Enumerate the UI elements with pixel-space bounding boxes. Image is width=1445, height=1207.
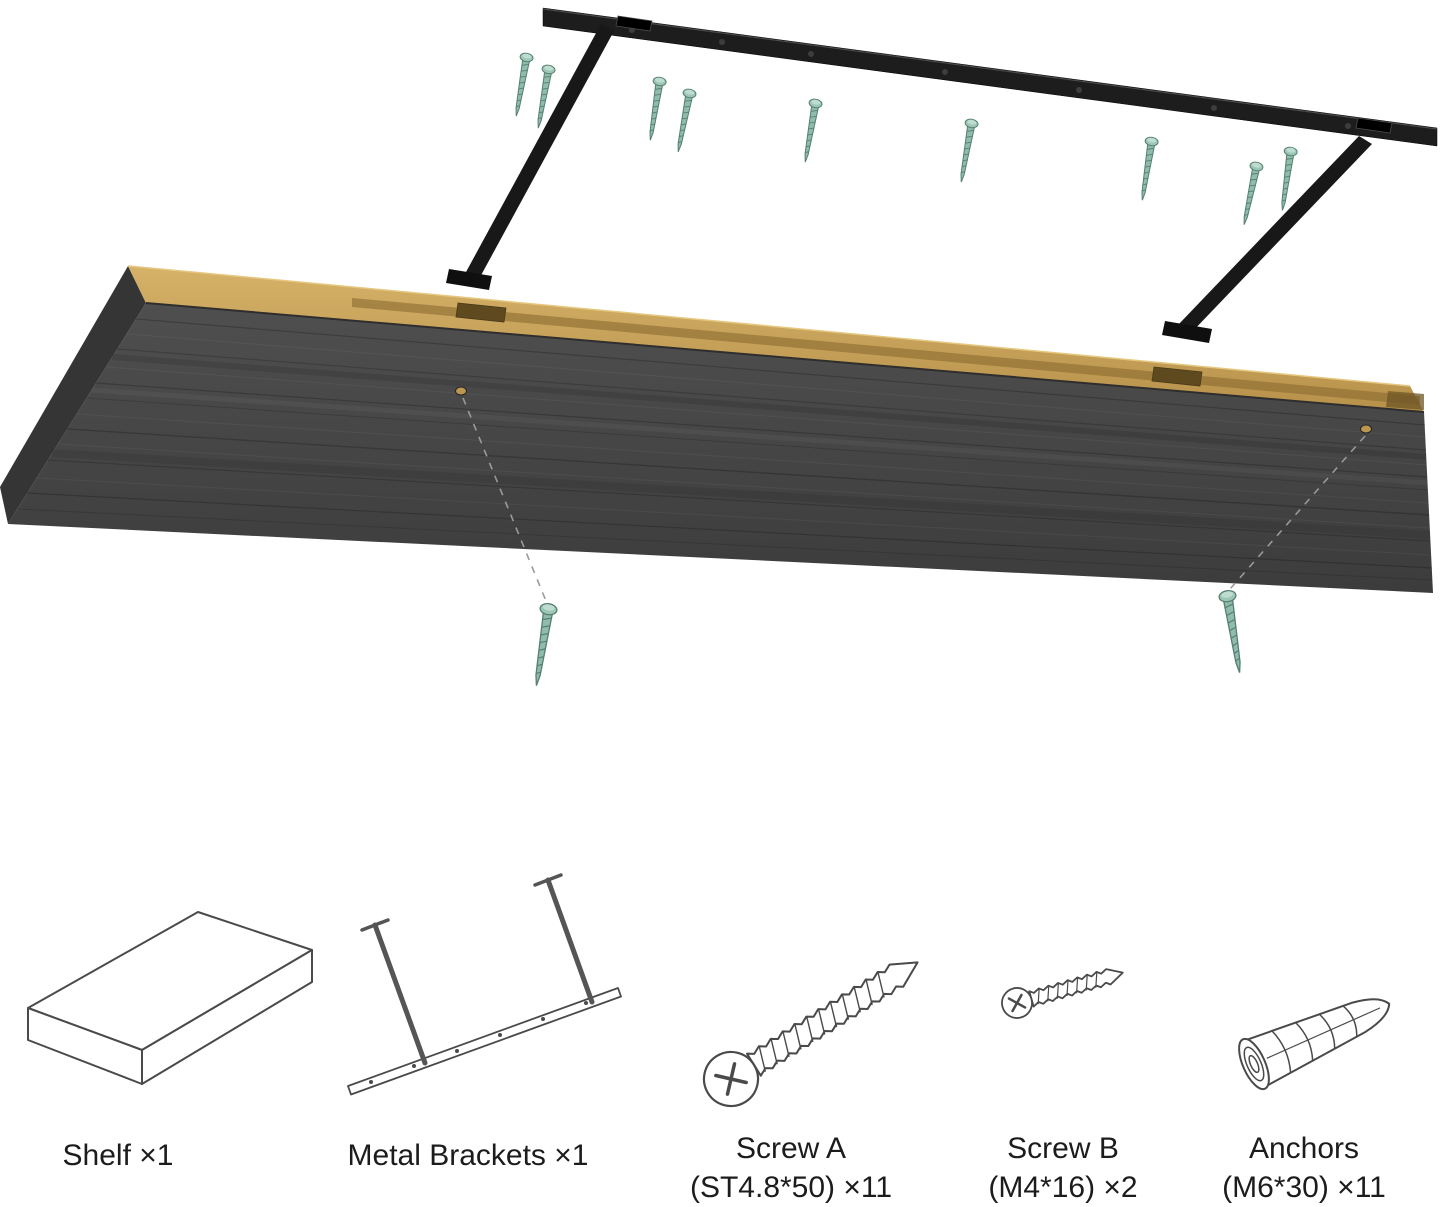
screw-icon — [1275, 145, 1299, 212]
screw-icon — [1135, 135, 1160, 202]
screw-icon — [798, 97, 824, 164]
parts-list: Shelf ×1 Metal Brackets — [27, 873, 1391, 1204]
shelf-end-notch — [1386, 391, 1424, 410]
mounting-hole-right — [1360, 424, 1372, 434]
screw-icon — [954, 117, 980, 184]
part-label-metal-brackets: Metal Brackets ×1 — [348, 1139, 589, 1172]
part-screw-a: Screw A (ST4.8*50) ×11 — [690, 961, 919, 1204]
part-metal-brackets: Metal Brackets ×1 — [347, 873, 622, 1172]
bracket-slot-right — [1355, 117, 1393, 134]
wall-bracket — [446, 7, 1438, 343]
screw-icon — [671, 87, 698, 154]
screw-icon — [1217, 588, 1249, 675]
part-spec-anchors: (M6*30) ×11 — [1222, 1171, 1386, 1204]
guide-dashed-right — [1229, 435, 1366, 590]
screw-icon — [1237, 160, 1265, 227]
part-label-screw-a: Screw A — [736, 1132, 846, 1165]
shelf-core-top-highlight — [127, 265, 1411, 387]
mounting-guides — [462, 397, 1366, 688]
shelf-slot-right — [1151, 366, 1203, 387]
bracket-arm-left — [466, 24, 614, 279]
shelf-drawing — [27, 911, 313, 1085]
bracket-rail — [542, 7, 1438, 147]
shelf-board — [0, 265, 1433, 593]
part-anchors: Anchors (M6*30) ×11 — [1222, 998, 1391, 1204]
part-label-shelf: Shelf ×1 — [63, 1139, 174, 1172]
bracket-arm-right-foot — [1162, 321, 1212, 343]
part-shelf: Shelf ×1 — [27, 911, 313, 1172]
shelf-edge-seam — [145, 302, 1425, 413]
part-label-anchors: Anchors — [1249, 1132, 1359, 1165]
screws-floating — [509, 51, 1299, 227]
part-label-screw-b: Screw B — [1007, 1132, 1119, 1165]
shelf-slot-left — [455, 302, 507, 323]
metal-brackets-drawing — [347, 873, 622, 1096]
screw-a-drawing — [702, 961, 919, 1108]
shelf-end-cap — [0, 266, 146, 524]
part-spec-screw-b: (M4*16) ×2 — [988, 1171, 1137, 1204]
bracket-slot-left — [615, 15, 653, 32]
bracket-rail-holes — [629, 27, 1351, 129]
shelf-underside-face — [8, 303, 1433, 593]
screw-icon — [527, 601, 559, 688]
screw-b-drawing — [1001, 968, 1124, 1019]
shelf-wood-grain — [17, 318, 1433, 581]
anchor-drawing — [1238, 998, 1391, 1091]
part-screw-b: Screw B (M4*16) ×2 — [988, 968, 1138, 1204]
screw-icon — [643, 75, 668, 142]
bracket-rail-highlight — [542, 8, 1438, 130]
mounting-hole-left — [455, 386, 467, 396]
bracket-arm-left-foot — [446, 269, 492, 290]
part-spec-screw-a: (ST4.8*50) ×11 — [690, 1171, 892, 1204]
guide-dashed-left — [462, 397, 547, 602]
screw-icon — [509, 51, 535, 118]
bracket-arm-right — [1178, 136, 1372, 333]
